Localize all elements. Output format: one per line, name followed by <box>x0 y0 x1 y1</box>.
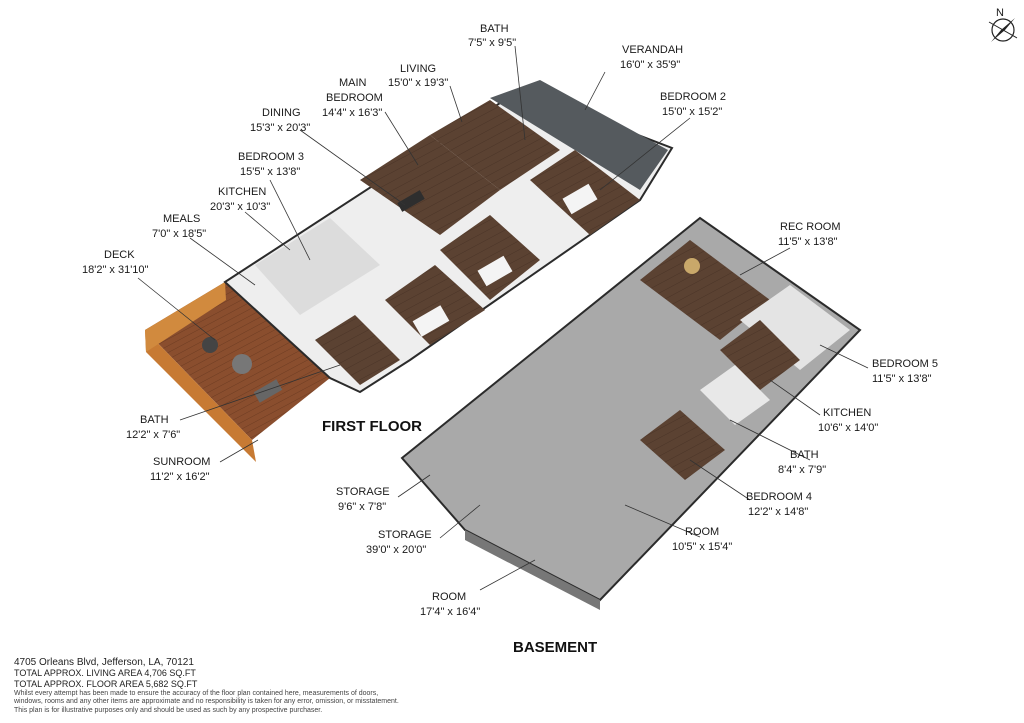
label-bedroom4: BEDROOM 4 <box>746 491 812 503</box>
label-living: LIVING <box>400 63 436 75</box>
compass-label: N <box>996 7 1004 19</box>
dining-table <box>397 190 425 212</box>
rec-room-table <box>684 258 700 274</box>
label-storage1: STORAGE <box>336 486 390 498</box>
dining-floor <box>360 135 500 235</box>
floor-area: TOTAL APPROX. FLOOR AREA 5,682 SQ.FT <box>14 678 198 689</box>
label-verandah: VERANDAH <box>622 44 683 56</box>
bed-main <box>477 255 513 287</box>
disclaimer-line-1: Whilst every attempt has been made to en… <box>14 689 379 697</box>
disclaimer-line-3: This plan is for illustrative purposes o… <box>14 706 323 714</box>
size-bedroom2: 15'0" x 15'2" <box>662 106 722 118</box>
size-storage2: 39'0" x 20'0" <box>366 544 426 556</box>
deck-firepit <box>232 354 252 374</box>
floor-title-first: FIRST FLOOR <box>322 418 422 435</box>
size-deck: 18'2" x 31'10" <box>82 264 149 276</box>
label-main-bedroom: BEDROOM <box>326 92 383 104</box>
kitchen2-floor <box>720 320 800 390</box>
living-floor <box>430 100 560 190</box>
size-rec-room: 11'5" x 13'8" <box>778 236 838 248</box>
size-room1: 10'5" x 15'4" <box>672 541 732 553</box>
living-area: TOTAL APPROX. LIVING AREA 4,706 SQ.FT <box>14 667 196 678</box>
basement-south-wall <box>465 530 600 610</box>
size-dining: 15'3" x 20'3" <box>250 122 310 134</box>
label-bedroom3: BEDROOM 3 <box>238 151 304 163</box>
kitchen-floor <box>255 218 380 315</box>
size-living: 15'0" x 19'3" <box>388 77 448 89</box>
leader-lines <box>137 45 869 591</box>
size-kitchen2: 10'6" x 14'0" <box>818 422 878 434</box>
bath-base-floor <box>700 365 770 425</box>
label-main: MAIN <box>339 77 367 89</box>
label-room2: ROOM <box>432 591 466 603</box>
room-labels: BATH 7'5" x 9'5" VERANDAH 16'0" x 35'9" … <box>82 23 938 618</box>
size-meals: 7'0" x 18'5" <box>152 228 206 240</box>
label-rec-room: REC ROOM <box>780 221 841 233</box>
size-storage1: 9'6" x 7'8" <box>338 501 386 513</box>
bedroom5-floor <box>740 285 850 370</box>
size-bath-first: 12'2" x 7'6" <box>126 429 180 441</box>
deck-sofa <box>253 379 283 403</box>
floor-title-basement: BASEMENT <box>513 639 597 656</box>
size-bedroom4: 12'2" x 14'8" <box>748 506 808 518</box>
disclaimer-line-2: windows, rooms and any other items are a… <box>14 698 399 705</box>
size-bath-top: 7'5" x 9'5" <box>468 37 516 49</box>
verandah-floor <box>490 80 668 190</box>
bedroom3-floor <box>385 265 485 345</box>
deck-edge-left <box>145 282 226 352</box>
label-bath-base: BATH <box>790 449 819 461</box>
size-bedroom3: 15'5" x 13'8" <box>240 166 300 178</box>
basement-model <box>400 216 862 610</box>
size-main-bedroom: 14'4" x 16'3" <box>322 107 382 119</box>
size-bedroom5: 11'5" x 13'8" <box>872 373 932 385</box>
plan-footer: 4705 Orleans Blvd, Jefferson, LA, 70121 … <box>14 657 434 716</box>
size-kitchen1: 20'3" x 10'3" <box>210 201 270 213</box>
label-deck: DECK <box>104 249 135 261</box>
first-floor-model <box>145 80 674 462</box>
main-bedroom-floor <box>440 215 540 300</box>
compass-icon <box>991 18 1015 42</box>
size-bath-base: 8'4" x 7'9" <box>778 464 826 476</box>
bedroom4-floor <box>640 410 725 480</box>
label-sunroom: SUNROOM <box>153 456 210 468</box>
label-room1: ROOM <box>685 526 719 538</box>
bed-bedroom3 <box>412 305 450 337</box>
deck-edge <box>145 330 256 462</box>
compass: N <box>988 7 1018 42</box>
label-dining: DINING <box>262 107 301 119</box>
label-bath-top: BATH <box>480 23 509 35</box>
rec-room-floor <box>640 240 770 340</box>
label-kitchen2: KITCHEN <box>823 407 871 419</box>
label-bath-first: BATH <box>140 414 169 426</box>
label-kitchen1: KITCHEN <box>218 186 266 198</box>
label-bedroom2: BEDROOM 2 <box>660 91 726 103</box>
label-bedroom5: BEDROOM 5 <box>872 358 938 370</box>
bed-bedroom2 <box>562 183 598 215</box>
size-verandah: 16'0" x 35'9" <box>620 59 680 71</box>
sunroom-floor <box>315 315 400 385</box>
label-meals: MEALS <box>163 213 200 225</box>
property-address: 4705 Orleans Blvd, Jefferson, LA, 70121 <box>14 656 194 668</box>
deck-table <box>202 337 218 353</box>
label-storage2: STORAGE <box>378 529 432 541</box>
size-room2: 17'4" x 16'4" <box>420 606 480 618</box>
size-sunroom: 11'2" x 16'2" <box>150 471 210 483</box>
